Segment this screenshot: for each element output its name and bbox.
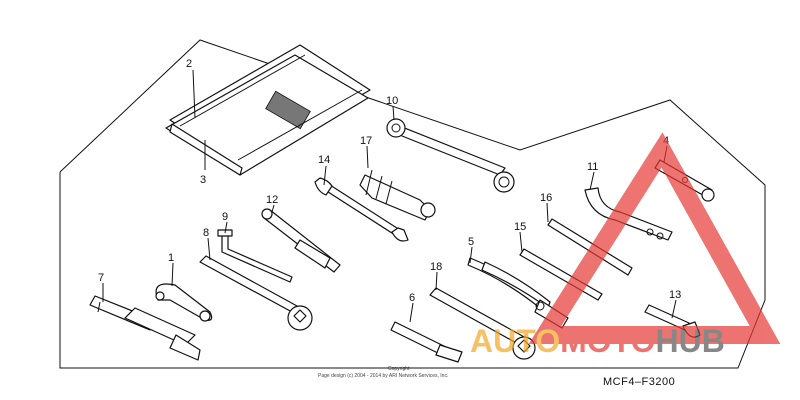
callout-3[interactable]: 3 xyxy=(200,174,206,186)
callout-6[interactable]: 6 xyxy=(409,292,415,304)
watermark-moto: MOTO xyxy=(560,323,655,359)
watermark-triangle xyxy=(528,132,781,344)
watermark-text: AUTOMOTOHUB xyxy=(470,323,725,359)
watermark-auto: AUTO xyxy=(470,323,560,359)
open-end-wrench xyxy=(314,177,409,242)
callout-1[interactable]: 1 xyxy=(168,252,174,264)
socket-driver xyxy=(359,169,436,221)
plug-wrench xyxy=(89,295,201,361)
callout-17[interactable]: 17 xyxy=(360,135,372,147)
callout-7[interactable]: 7 xyxy=(98,272,104,284)
callout-13[interactable]: 13 xyxy=(669,289,681,301)
callout-16[interactable]: 16 xyxy=(540,192,552,204)
callout-5[interactable]: 5 xyxy=(468,236,474,248)
callout-8[interactable]: 8 xyxy=(203,227,209,239)
callout-11[interactable]: 11 xyxy=(587,161,598,173)
copyright-line-2: Page design (c) 2004 - 2014 by ARI Netwo… xyxy=(318,373,448,379)
offset-wrench xyxy=(386,118,515,193)
hook-wrench xyxy=(429,287,536,360)
pin-spanner xyxy=(584,187,673,241)
leader-lines xyxy=(102,69,677,323)
extension-bar xyxy=(390,321,463,363)
tool-bag xyxy=(165,44,371,176)
watermark: AUTOMOTOHUB xyxy=(470,132,781,359)
callout-14[interactable]: 14 xyxy=(318,154,330,166)
ring-wrench xyxy=(199,255,313,331)
callout-12[interactable]: 12 xyxy=(266,194,278,206)
callout-10[interactable]: 10 xyxy=(386,95,398,107)
callout-15[interactable]: 15 xyxy=(514,221,526,233)
callout-9[interactable]: 9 xyxy=(222,211,228,223)
screwdriver-handle xyxy=(261,208,341,273)
copyright-line-1: Copyright xyxy=(388,366,410,372)
callout-18[interactable]: 18 xyxy=(430,261,442,273)
callouts: 2 3 1 8 9 12 14 17 10 7 6 18 5 15 16 11 … xyxy=(98,58,681,304)
watermark-hub: HUB xyxy=(655,323,724,359)
diagram-code: MCF4–F3200 xyxy=(603,376,675,388)
battery-strap xyxy=(155,283,213,322)
callout-2[interactable]: 2 xyxy=(186,58,192,70)
